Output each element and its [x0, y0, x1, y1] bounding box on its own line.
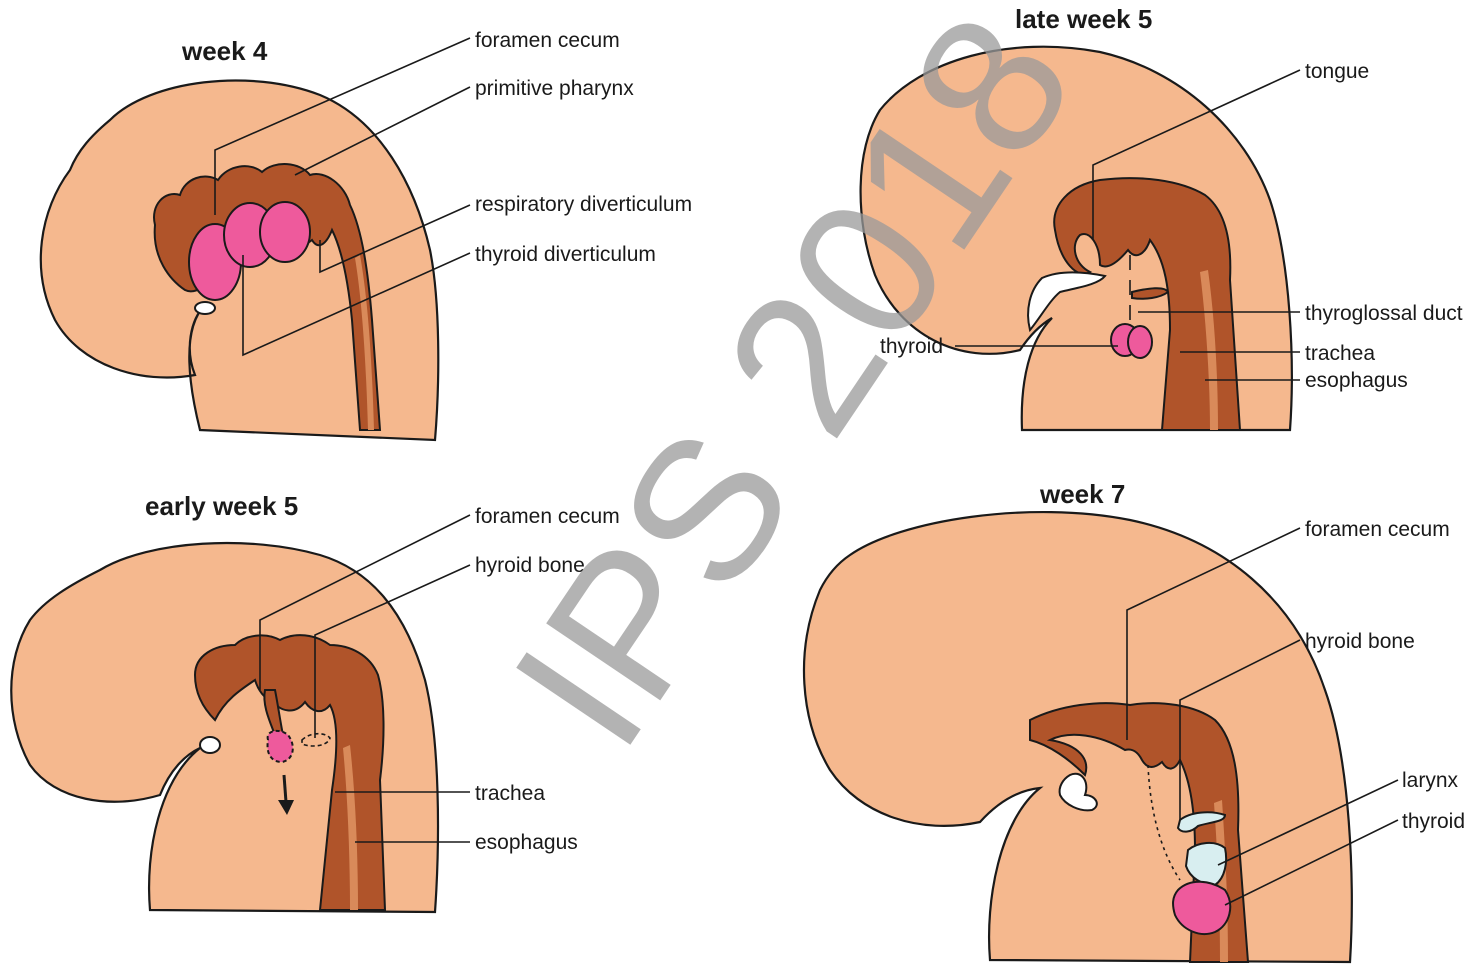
panel-week-7: week 7 foramen cecum hyroid bone larynx …: [804, 479, 1465, 962]
panel-week-4: week 4 foramen cecum primitive pharynx r…: [41, 29, 692, 440]
label-esophagus: esophagus: [1305, 369, 1408, 392]
thyroid-shape: [1111, 324, 1152, 358]
label-trachea: trachea: [1305, 342, 1375, 365]
panel-early-week-5: early week 5 foramen cecum hyroid bone t…: [11, 491, 619, 912]
panel-title: week 7: [1039, 479, 1125, 509]
label-primitive-pharynx: primitive pharynx: [475, 77, 634, 100]
label-respiratory-diverticulum: respiratory diverticulum: [475, 193, 692, 216]
label-thyroid-diverticulum: thyroid diverticulum: [475, 243, 656, 266]
label-larynx: larynx: [1402, 769, 1459, 792]
panel-title: week 4: [181, 36, 268, 66]
thyroid-shape: [268, 731, 293, 762]
mouth-gap: [200, 737, 220, 753]
label-trachea: trachea: [475, 782, 545, 805]
panel-title: early week 5: [145, 491, 298, 521]
label-tongue: tongue: [1305, 60, 1369, 83]
label-thyroglossal-duct: thyroglossal duct: [1305, 302, 1463, 325]
label-thyroid: thyroid: [1402, 810, 1465, 833]
label-hyroid-bone: hyroid bone: [1305, 630, 1415, 653]
label-esophagus: esophagus: [475, 831, 578, 854]
label-foramen-cecum: foramen cecum: [1305, 518, 1450, 541]
label-foramen-cecum: foramen cecum: [475, 29, 620, 52]
panel-title: late week 5: [1015, 4, 1152, 34]
stomodeum-gap: [195, 302, 215, 314]
embryo-body: [804, 512, 1352, 962]
